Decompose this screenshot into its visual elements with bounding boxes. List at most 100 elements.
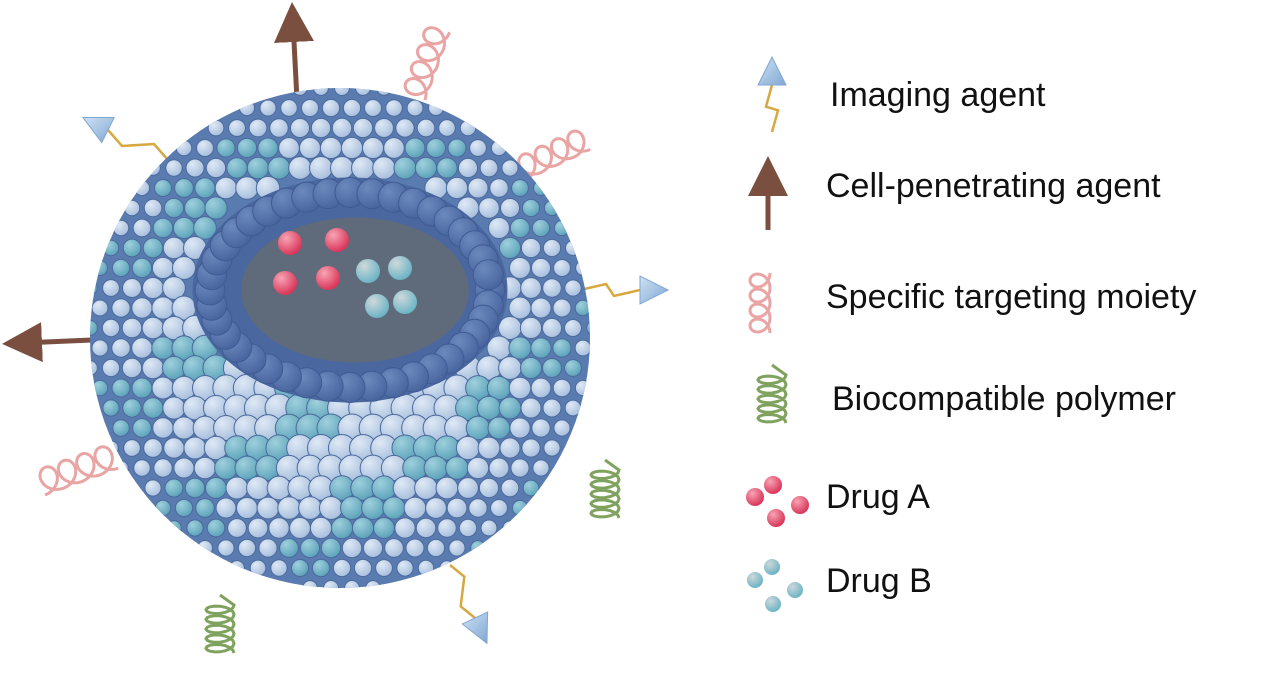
drug-b-particle bbox=[388, 256, 412, 280]
lipid-bead bbox=[417, 559, 435, 577]
lipid-bead bbox=[111, 378, 131, 398]
lipid-bead bbox=[437, 518, 457, 538]
lipid-bead bbox=[207, 119, 225, 137]
lipid-bead bbox=[131, 297, 153, 319]
lipid-bead bbox=[361, 496, 385, 520]
lipid-bead bbox=[313, 88, 329, 96]
lipid-bead bbox=[468, 498, 488, 518]
lipid-bead bbox=[217, 539, 235, 557]
aqueous-core bbox=[241, 217, 469, 363]
lipid-bead bbox=[498, 236, 522, 260]
lipid-bead bbox=[500, 478, 520, 498]
inner-lipid-bead bbox=[472, 259, 504, 291]
lipid-bead bbox=[266, 475, 292, 501]
lipid-bead bbox=[277, 496, 301, 520]
lipid-bead bbox=[542, 278, 562, 298]
lipid-bead bbox=[508, 336, 532, 360]
lipid-bead bbox=[416, 118, 436, 138]
lipid-bead bbox=[154, 499, 172, 517]
lipid-bead bbox=[122, 238, 142, 258]
lipid-bead bbox=[531, 218, 551, 238]
lipid-bead bbox=[278, 137, 300, 159]
lipid-bead bbox=[520, 237, 542, 259]
lipid-bead bbox=[466, 456, 490, 480]
lipid-bead bbox=[334, 88, 350, 96]
lipid-bead bbox=[586, 320, 590, 336]
drug-a-legend-icon bbox=[791, 496, 809, 514]
lipid-bead bbox=[502, 520, 518, 536]
lipid-bead bbox=[204, 196, 228, 220]
lipid-bead bbox=[351, 156, 375, 180]
lipid-bead bbox=[373, 517, 395, 539]
lipid-bead bbox=[151, 256, 175, 280]
lipid-bead bbox=[173, 457, 195, 479]
lipid-bead bbox=[102, 279, 120, 297]
legend-imaging-agent: Imaging agent bbox=[830, 76, 1046, 114]
lipid-bead bbox=[101, 358, 121, 378]
lipid-bead bbox=[311, 558, 331, 578]
lipid-bead bbox=[123, 199, 141, 217]
drug-b-legend-icon bbox=[787, 582, 803, 598]
lipid-bead bbox=[564, 399, 582, 417]
drug-a-particle bbox=[316, 266, 340, 290]
lipid-bead bbox=[574, 299, 590, 317]
drug-b-legend-icon bbox=[765, 596, 781, 612]
lipid-bead bbox=[329, 155, 355, 181]
lipid-bead bbox=[238, 99, 256, 117]
lipid-bead bbox=[112, 419, 130, 437]
lipid-bead bbox=[363, 98, 383, 118]
lipid-bead bbox=[257, 137, 279, 159]
lipid-bead bbox=[543, 439, 561, 457]
lipid-bead bbox=[302, 580, 318, 588]
lipid-bead bbox=[403, 496, 427, 520]
lipid-bead bbox=[331, 117, 353, 139]
lipid-bead bbox=[339, 495, 365, 521]
lipid-bead bbox=[151, 296, 175, 320]
lipid-bead bbox=[552, 298, 572, 318]
lipid-bead bbox=[445, 456, 469, 480]
lipid-bead bbox=[153, 458, 173, 478]
lipid-bead bbox=[498, 356, 522, 380]
lipid-bead bbox=[162, 276, 186, 300]
lipid-bead bbox=[330, 516, 354, 540]
lipid-bead bbox=[151, 336, 175, 360]
lipid-bead bbox=[101, 318, 121, 338]
lipid-bead bbox=[533, 180, 549, 196]
lipid-bead bbox=[427, 99, 445, 117]
lipid-bead bbox=[196, 139, 214, 157]
lipid-bead bbox=[227, 518, 247, 538]
lipid-bead bbox=[152, 217, 174, 239]
lipid-bead bbox=[375, 559, 393, 577]
lipid-bead bbox=[203, 435, 229, 461]
legend-biocompatible-polymer: Biocompatible polymer bbox=[832, 380, 1176, 418]
lipid-bead bbox=[448, 539, 466, 557]
lipid-bead bbox=[214, 456, 238, 480]
lipid-bead bbox=[133, 179, 151, 197]
lipid-bead bbox=[521, 438, 541, 458]
lipid-bead bbox=[90, 360, 98, 376]
lipid-bead bbox=[216, 138, 236, 158]
lipid-bead bbox=[332, 558, 352, 578]
lipid-bead bbox=[91, 299, 109, 317]
lipid-bead bbox=[519, 316, 543, 340]
lipid-bead bbox=[121, 317, 143, 339]
lipid-bead bbox=[248, 118, 268, 138]
lipid-bead bbox=[132, 418, 152, 438]
lipid-bead bbox=[467, 177, 489, 199]
legend-cell-penetrating-agent: Cell-penetrating agent bbox=[826, 167, 1161, 205]
lipid-bead bbox=[193, 456, 217, 480]
lipid-bead bbox=[131, 337, 153, 359]
targeting-moiety-helix bbox=[403, 26, 451, 101]
lipid-bead bbox=[477, 436, 501, 460]
targeting-moiety-helix bbox=[517, 129, 591, 182]
lipid-bead bbox=[183, 436, 207, 460]
drug-a-particle bbox=[278, 231, 302, 255]
drug-b-particle bbox=[365, 294, 389, 318]
lipid-bead bbox=[236, 497, 258, 519]
lipid-bead bbox=[509, 417, 531, 439]
lipid-bead bbox=[446, 497, 468, 519]
drug-a-legend-icon bbox=[764, 476, 782, 494]
lipid-bead bbox=[151, 376, 175, 400]
lipid-bead bbox=[121, 277, 143, 299]
